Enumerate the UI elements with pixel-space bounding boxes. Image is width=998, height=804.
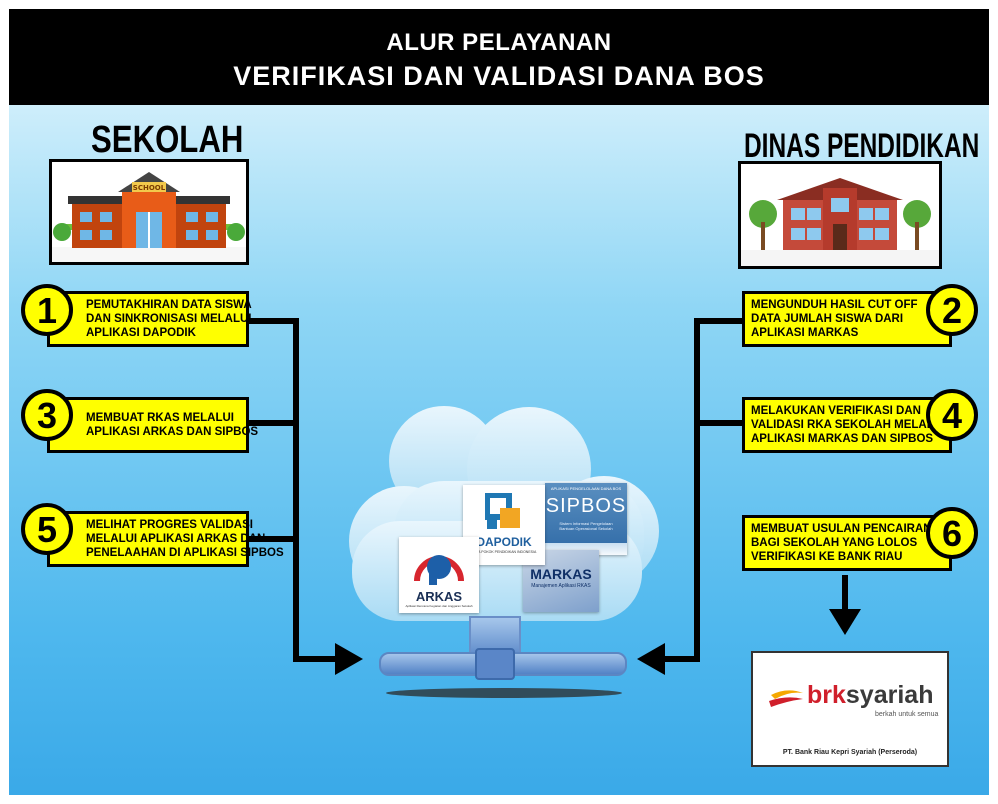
flow-connectors	[249, 318, 861, 675]
bank-company-name: PT. Bank Riau Kepri Syariah (Perseroda)	[782, 749, 918, 756]
dapodik-name: DAPODIK	[476, 535, 532, 549]
brk-swoosh-icon	[769, 690, 803, 707]
school-column-title: SEKOLAH	[91, 119, 244, 161]
arkas-sub: Aplikasi Rencana Kegiatan dan Anggaran S…	[405, 604, 473, 608]
title-line-2: VERIFIKASI DAN VALIDASI DANA BOS	[233, 61, 765, 91]
step-3-number-badge: 3	[21, 389, 73, 441]
step-4-box: MELAKUKAN VERIFIKASI DAN VALIDASI RKA SE…	[742, 397, 952, 453]
step-5-number-badge: 5	[21, 503, 73, 555]
education-office-column-title: DINAS PENDIDIKAN	[744, 127, 980, 165]
server-shadow	[386, 688, 622, 698]
right-trunk-line	[659, 318, 742, 662]
step-1-number-badge: 1	[21, 284, 73, 336]
markas-sub: Manajemen Aplikasi RKAS	[531, 583, 591, 589]
right-arrowhead-icon	[637, 643, 665, 675]
sipbos-sub-1: Sistem Informasi Pengelolaan	[559, 521, 613, 526]
step-1-text: PEMUTAKHIRAN DATA SISWA DAN SINKRONISASI…	[86, 299, 252, 339]
step-6-number-badge: 6	[926, 507, 978, 559]
brand-part-brk: brk	[807, 681, 846, 709]
step-2-number-badge: 2	[926, 284, 978, 336]
step-4-number-badge: 4	[926, 389, 978, 441]
sipbos-name: SIPBOS	[545, 495, 627, 517]
dapodik-tagline: DATA POKOK PENDIDIKAN INDONESIA	[471, 550, 537, 554]
step-5-text: MELIHAT PROGRES VALIDASI MELALUI APLIKAS…	[86, 519, 284, 559]
sipbos-top-label: APLIKASI PENGELOLAAN DANA BOS	[550, 486, 622, 491]
step-1-box: PEMUTAKHIRAN DATA SISWA DAN SINKRONISASI…	[47, 291, 252, 347]
school-sign-text: SCHOOL	[133, 184, 166, 192]
step-5-box: MELIHAT PROGRES VALIDASI MELALUI APLIKAS…	[47, 511, 284, 567]
school-building-image: SCHOOL	[49, 159, 249, 265]
step-2-text: MENGUNDUH HASIL CUT OFF DATA JUMLAH SISW…	[751, 299, 918, 339]
arkas-name: ARKAS	[415, 589, 463, 604]
step-3-box: MEMBUAT RKAS MELALUI APLIKASI ARKAS DAN …	[47, 397, 258, 453]
sipbos-sub-2: Bantuan Operasional Sekolah	[559, 526, 613, 531]
step-2-box: MENGUNDUH HASIL CUT OFF DATA JUMLAH SISW…	[742, 291, 952, 347]
left-trunk-line	[249, 318, 339, 662]
dapodik-emblem-icon	[485, 493, 520, 529]
brand-part-syariah: syariah	[845, 681, 934, 709]
markas-name: MARKAS	[530, 566, 592, 582]
step-4-text: MELAKUKAN VERIFIKASI DAN VALIDASI RKA SE…	[751, 405, 946, 445]
arkas-app-logo: ARKAS Aplikasi Rencana Kegiatan dan Angg…	[399, 537, 479, 613]
title-line-1: ALUR PELAYANAN	[386, 29, 612, 56]
server-connector	[475, 648, 515, 680]
step-3-text: MEMBUAT RKAS MELALUI APLIKASI ARKAS DAN …	[86, 412, 259, 438]
bank-brand-name: brksyariah	[807, 681, 933, 710]
title-banner: ALUR PELAYANAN VERIFIKASI DAN VALIDASI D…	[9, 9, 989, 105]
education-office-building-image	[738, 161, 942, 269]
down-arrowhead-icon	[829, 609, 861, 635]
bank-brk-syariah-logo-box: brksyariah berkah untuk semua PT. Bank R…	[751, 651, 949, 767]
bank-tagline: berkah untuk semua	[875, 711, 939, 718]
infographic-canvas: ALUR PELAYANAN VERIFIKASI DAN VALIDASI D…	[9, 9, 989, 795]
left-arrowhead-icon	[335, 643, 363, 675]
step-6-text: MEMBUAT USULAN PENCAIRAN BAGI SEKOLAH YA…	[751, 523, 932, 563]
step-6-box: MEMBUAT USULAN PENCAIRAN BAGI SEKOLAH YA…	[742, 515, 952, 571]
arkas-emblem-icon	[414, 555, 464, 585]
sipbos-app-logo: APLIKASI PENGELOLAAN DANA BOS SIPBOS Sis…	[545, 483, 627, 555]
